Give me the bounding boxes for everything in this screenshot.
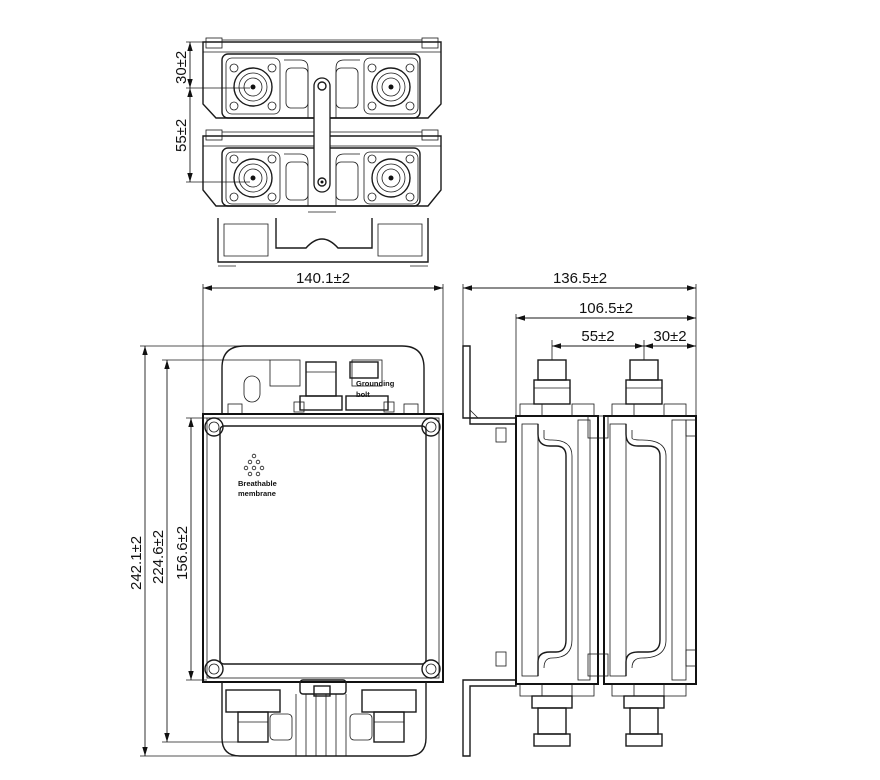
top-view-upper-housing	[202, 37, 442, 119]
top-view: 30±2 55±2	[173, 37, 442, 267]
side-bracket-top	[462, 345, 517, 425]
dim-top-30: 30±2	[173, 51, 190, 84]
front-bracket-slot	[243, 375, 261, 403]
front-bracket-top	[221, 345, 425, 414]
side-bracket-bottom	[462, 679, 517, 757]
front-top-connectors	[293, 361, 395, 413]
top-view-dimension-lines	[186, 41, 250, 183]
top-view-connector-upper-right	[367, 63, 415, 111]
top-view-connector-lower-left	[229, 154, 277, 202]
side-housing-left	[515, 403, 599, 697]
dim-front-156: 156.6±2	[174, 526, 191, 580]
dim-side-30: 30±2	[653, 328, 686, 345]
front-corner-screws	[204, 417, 441, 679]
dim-side-55: 55±2	[581, 328, 614, 345]
top-view-bracket	[217, 218, 429, 267]
breathable-membrane-icon	[243, 453, 265, 477]
dim-front-242: 242.1±2	[128, 536, 145, 590]
side-housing-right	[603, 403, 697, 697]
front-main-body	[202, 413, 444, 683]
front-width-dimension	[202, 284, 444, 414]
breathable-membrane-label-2: membrane	[238, 489, 276, 498]
dim-side-106: 106.5±2	[579, 300, 633, 317]
side-view: 136.5±2 106.5±2 55±2 30±2	[462, 270, 697, 757]
side-top-connectors	[533, 359, 663, 405]
top-view-connector-lower-right	[367, 154, 415, 202]
dim-front-width: 140.1±2	[296, 270, 350, 287]
dim-side-136: 136.5±2	[553, 270, 607, 287]
top-view-grounding-strap	[313, 77, 331, 193]
top-view-connector-upper-left	[229, 63, 277, 111]
side-dimension-lines	[462, 284, 697, 416]
grounding-bolt-label-1: Grounding	[356, 379, 395, 388]
front-bottom-bracket	[221, 679, 427, 757]
front-view: Grounding bolt Breathable membrane	[128, 270, 444, 757]
front-height-dimensions	[140, 345, 270, 757]
side-bottom-connectors	[531, 695, 665, 747]
dim-front-224: 224.6±2	[150, 530, 167, 584]
dim-top-55: 55±2	[173, 119, 190, 152]
grounding-bolt-label-2: bolt	[356, 390, 370, 399]
breathable-membrane-label-1: Breathable	[238, 479, 277, 488]
